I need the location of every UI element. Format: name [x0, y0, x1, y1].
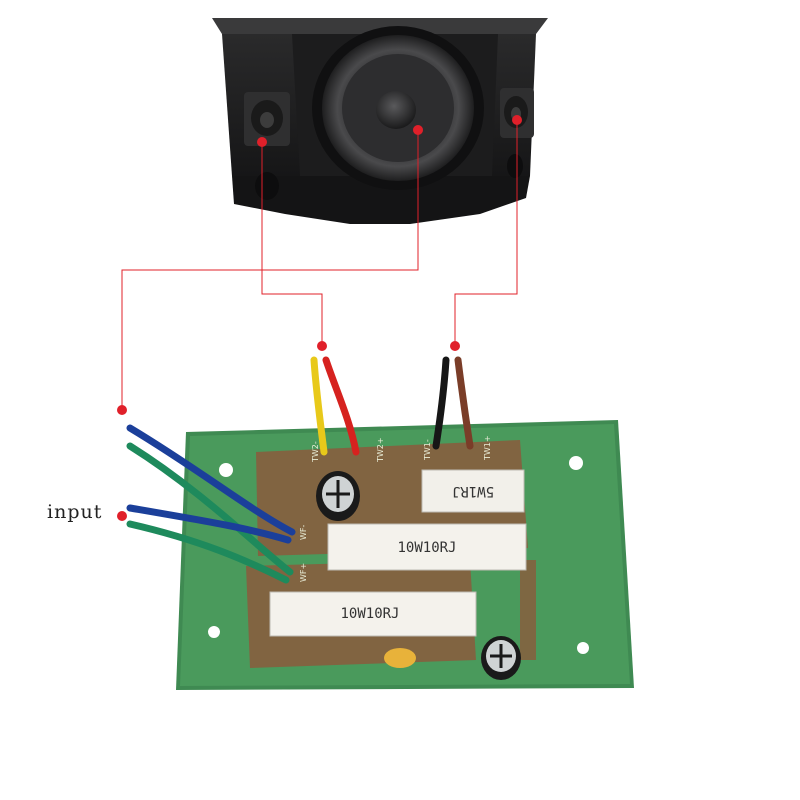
pointer-dot-right-tweeter [512, 115, 522, 125]
silk-tw1-plus: TW1+ [483, 435, 492, 461]
speaker-cabinet [212, 18, 548, 224]
capacitor-bottom [481, 636, 521, 680]
right-port [507, 154, 523, 178]
capacitor-top [316, 471, 360, 521]
woofer-dustcap [376, 91, 416, 129]
pointer-dot-input [117, 511, 127, 521]
resistor-low: 10W10RJ [269, 591, 477, 637]
crossover-board: TW2- TW2+ TW1- TW1+ WF- WF+ 5W1RJ 10W10R… [176, 420, 634, 690]
tweeter1-wires [432, 356, 474, 450]
mounting-hole [577, 642, 589, 654]
pointer-dot-woofer-wires [117, 405, 127, 415]
input-wires [126, 424, 296, 584]
pointer-dot-woofer [413, 125, 423, 135]
svg-text:10W10RJ: 10W10RJ [340, 606, 399, 622]
silk-wf-minus: WF- [299, 524, 308, 540]
pointer-dot-tw1 [450, 341, 460, 351]
mounting-hole [208, 626, 220, 638]
silk-tw2-minus: TW2- [311, 441, 320, 463]
pointer-dot-tw2 [317, 341, 327, 351]
tweeter2-wires [310, 356, 360, 456]
svg-text:5W1RJ: 5W1RJ [452, 483, 494, 499]
pointer-dots [117, 115, 522, 521]
left-port [255, 172, 279, 200]
mounting-hole [569, 456, 583, 470]
pointer-lines [121, 120, 518, 410]
svg-text:10W10RJ: 10W10RJ [397, 540, 456, 556]
silk-wf-plus: WF+ [299, 563, 308, 582]
mounting-hole [219, 463, 233, 477]
resistor-mid: 10W10RJ [327, 523, 527, 571]
pointer-dot-left-tweeter [257, 137, 267, 147]
silk-tw2-plus: TW2+ [376, 437, 385, 463]
resistor-small: 5W1RJ [421, 469, 525, 513]
film-capacitor [384, 648, 416, 668]
silk-tw1-minus: TW1- [423, 439, 432, 461]
input-label: input [47, 501, 103, 523]
